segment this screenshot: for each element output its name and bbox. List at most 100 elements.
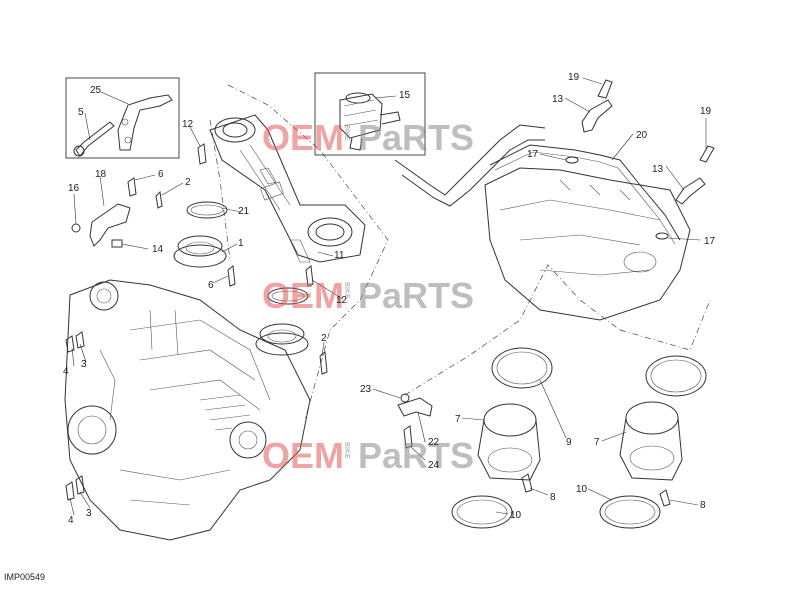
bolt-part-4-lower bbox=[65, 481, 75, 501]
callout-11: 11 bbox=[334, 250, 345, 261]
o-ring-part-17-left bbox=[565, 156, 579, 164]
callout-18: 18 bbox=[95, 169, 107, 180]
injector-part-13-left bbox=[581, 99, 613, 133]
callout-19-right: 19 bbox=[700, 106, 712, 117]
bolt-part-2-upper bbox=[155, 190, 163, 209]
air-duct-hose bbox=[394, 124, 546, 196]
o-ring-part-17-right bbox=[655, 232, 669, 240]
callout-1: 1 bbox=[238, 238, 244, 249]
callout-23: 23 bbox=[360, 384, 372, 395]
screw-part-8-left bbox=[521, 473, 533, 493]
callout-10-left: 10 bbox=[510, 510, 522, 521]
watermark-brand-a: OEM bbox=[262, 435, 344, 476]
callout-8-left: 8 bbox=[550, 492, 556, 503]
callout-25: 25 bbox=[90, 85, 102, 96]
callout-2-lower: 2 bbox=[321, 333, 327, 344]
watermark-brand-a: OEM bbox=[262, 117, 344, 158]
bolt-part-4-upper bbox=[65, 335, 75, 353]
watermark-brand-b: PaRTS bbox=[358, 275, 474, 316]
callout-3-upper: 3 bbox=[81, 359, 87, 370]
gasket-part-9-left bbox=[491, 347, 553, 389]
assembly-outline-left bbox=[227, 84, 389, 421]
sensor-part-15 bbox=[339, 92, 401, 151]
screw-part-5 bbox=[73, 121, 115, 157]
fuel-line-part-20 bbox=[489, 144, 681, 241]
callout-7-right: 7 bbox=[594, 437, 600, 448]
intake-boot-upper bbox=[173, 235, 227, 268]
watermark-small: BIKE bbox=[343, 124, 350, 141]
callout-13-right: 13 bbox=[652, 164, 664, 175]
seal-part-10-right bbox=[599, 495, 661, 529]
grommet-part-14 bbox=[111, 239, 123, 248]
callout-12-upper: 12 bbox=[182, 119, 194, 130]
callout-6-lower: 6 bbox=[208, 280, 214, 291]
callout-4-upper: 4 bbox=[63, 366, 69, 377]
intake-boot-lower bbox=[255, 323, 309, 356]
bolt-part-2-lower bbox=[319, 351, 328, 375]
bolt-part-6-upper bbox=[127, 177, 137, 197]
bracket-part-25 bbox=[117, 94, 173, 151]
callout-16: 16 bbox=[68, 183, 80, 194]
seal-part-10-left bbox=[451, 495, 513, 529]
callout-15: 15 bbox=[399, 90, 411, 101]
callout-24: 24 bbox=[428, 460, 440, 471]
callout-14: 14 bbox=[152, 244, 164, 255]
callout-17-left: 17 bbox=[527, 149, 539, 160]
clip-part-19-right bbox=[699, 145, 715, 163]
callout-10-right: 10 bbox=[576, 484, 588, 495]
watermark-small: BIKE bbox=[343, 282, 350, 299]
callout-3-lower: 3 bbox=[86, 508, 92, 519]
callout-labels: 25 5 15 12 6 2 18 16 14 21 1 11 12 6 2 4… bbox=[63, 72, 716, 526]
air-duct-hose-edge bbox=[401, 139, 545, 207]
callout-5: 5 bbox=[78, 107, 84, 118]
callout-6-upper: 6 bbox=[158, 169, 164, 180]
callout-9: 9 bbox=[566, 437, 572, 448]
watermark-small: BIKE bbox=[343, 442, 350, 459]
inset-box-bracket bbox=[65, 77, 180, 159]
flange-part-7-left bbox=[477, 403, 541, 481]
throttle-body-assembly bbox=[209, 114, 366, 263]
engine-block bbox=[64, 279, 311, 541]
bolt-part-12-lower bbox=[305, 265, 314, 287]
callout-12-lower: 12 bbox=[336, 295, 348, 306]
fastener-part-16 bbox=[71, 223, 81, 233]
clamp-part-21 bbox=[186, 201, 228, 219]
bolt-part-6-lower bbox=[227, 265, 236, 287]
watermark-middle: OEM BIKE PaRTS bbox=[262, 275, 474, 316]
callout-19-left: 19 bbox=[568, 72, 580, 83]
assembly-outline-far-right bbox=[619, 299, 711, 351]
watermark-brand-b: PaRTS bbox=[358, 435, 474, 476]
watermark-brand-b: PaRTS bbox=[358, 117, 474, 158]
flange-part-7-right bbox=[619, 401, 683, 481]
callout-21: 21 bbox=[238, 206, 250, 217]
callout-13-left: 13 bbox=[552, 94, 564, 105]
bolt-part-12-upper bbox=[197, 143, 207, 165]
clamp-part-21-lower bbox=[267, 287, 309, 305]
washer-part-3-lower bbox=[75, 475, 85, 495]
screw-part-24 bbox=[403, 425, 413, 449]
fuel-line-part-20-edge bbox=[494, 151, 676, 245]
watermark-brand-a: OEM bbox=[262, 275, 344, 316]
callout-4-lower: 4 bbox=[68, 515, 74, 526]
watermark-bottom: OEM BIKE PaRTS bbox=[262, 435, 474, 476]
washer-part-3-upper bbox=[75, 331, 85, 349]
watermark-top: OEM BIKE PaRTS bbox=[262, 117, 474, 158]
inset-box-sensor bbox=[314, 72, 426, 156]
callout-7-left: 7 bbox=[455, 414, 461, 425]
airbox-tank bbox=[484, 167, 691, 321]
clip-part-19-left bbox=[597, 79, 613, 99]
bracket-part-18 bbox=[89, 203, 131, 247]
screw-part-8-right bbox=[659, 489, 671, 507]
callout-17-right: 17 bbox=[704, 236, 716, 247]
reference-code: IMP00549 bbox=[4, 572, 45, 582]
gasket-part-9-right bbox=[645, 355, 707, 397]
callout-2-upper: 2 bbox=[185, 177, 191, 188]
callout-22: 22 bbox=[428, 437, 440, 448]
callout-8-right: 8 bbox=[700, 500, 706, 511]
leader-lines bbox=[69, 77, 707, 516]
clip-part-22 bbox=[397, 397, 433, 417]
o-ring-part-23 bbox=[400, 393, 410, 403]
injector-part-13-right bbox=[675, 177, 706, 205]
